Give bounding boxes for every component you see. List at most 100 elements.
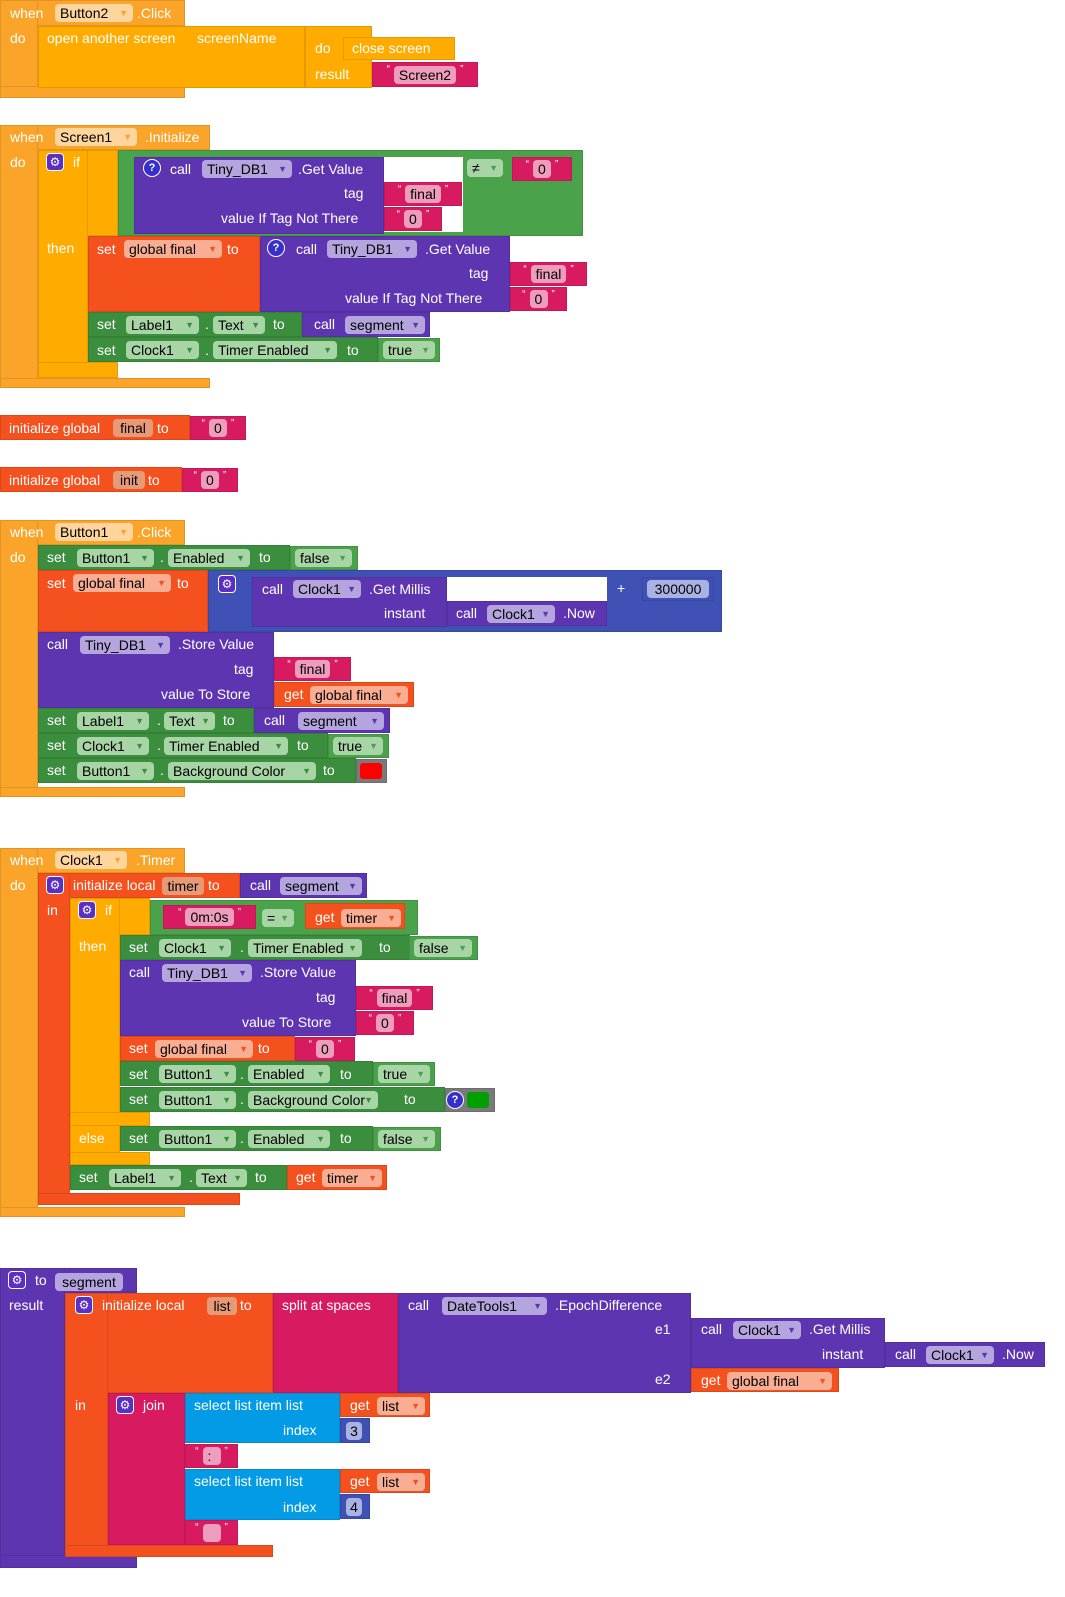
string-value[interactable]: 0 bbox=[209, 419, 227, 437]
gear-icon[interactable]: ⚙ bbox=[9, 1272, 25, 1288]
string-value[interactable]: : bbox=[202, 1447, 221, 1465]
split-at-spaces-block[interactable] bbox=[273, 1293, 398, 1393]
initialize-local-timer-block[interactable] bbox=[38, 873, 240, 898]
dropdown-field[interactable]: global final▼ bbox=[124, 240, 222, 258]
dropdown-field[interactable]: DateTools1▼ bbox=[442, 1297, 547, 1315]
dropdown-field[interactable]: Clock1▼ bbox=[293, 580, 361, 598]
dropdown-field[interactable]: segment▼ bbox=[298, 712, 384, 730]
string-value[interactable]: final bbox=[376, 989, 413, 1007]
dropdown-field[interactable]: Tiny_DB1▼ bbox=[327, 240, 417, 258]
dropdown-field[interactable]: Clock1▼ bbox=[77, 737, 149, 755]
string-value[interactable]: 0 bbox=[404, 210, 422, 228]
event-foot[interactable] bbox=[0, 86, 185, 98]
dropdown-field[interactable]: Text▼ bbox=[196, 1169, 247, 1187]
gear-icon[interactable]: ⚙ bbox=[47, 154, 63, 170]
component-dropdown[interactable]: Button1▼ bbox=[55, 523, 133, 541]
color-swatch[interactable] bbox=[360, 763, 382, 779]
block[interactable] bbox=[65, 1545, 273, 1557]
number-field[interactable]: 3 bbox=[346, 1422, 362, 1440]
block[interactable] bbox=[0, 848, 38, 1217]
dropdown-field[interactable]: false▼ bbox=[295, 549, 352, 567]
text-string-block[interactable]: “0” bbox=[356, 1011, 414, 1035]
dropdown-field[interactable]: global final▼ bbox=[155, 1040, 253, 1058]
block[interactable] bbox=[38, 873, 70, 1205]
dropdown-field[interactable]: timer▼ bbox=[341, 909, 401, 927]
gear-icon[interactable]: ⚙ bbox=[219, 576, 235, 592]
string-value[interactable]: 0m:0s bbox=[185, 908, 234, 926]
string-value[interactable] bbox=[202, 1523, 221, 1542]
dropdown-field[interactable]: Tiny_DB1▼ bbox=[80, 636, 170, 654]
open-another-screen-block[interactable] bbox=[38, 26, 305, 88]
question-mark-icon[interactable]: ? bbox=[447, 1092, 463, 1108]
variable-name-field[interactable]: final bbox=[113, 419, 153, 437]
string-value[interactable]: 0 bbox=[533, 160, 551, 178]
color-swatch[interactable] bbox=[467, 1092, 489, 1108]
dropdown-field[interactable]: Background Color▼ bbox=[168, 762, 316, 780]
dropdown-field[interactable]: Label1▼ bbox=[126, 316, 199, 334]
block[interactable] bbox=[38, 150, 88, 378]
dropdown-field[interactable]: Timer Enabled▼ bbox=[213, 341, 337, 359]
block[interactable] bbox=[38, 362, 118, 378]
set-button1-enabled-block[interactable] bbox=[38, 545, 290, 570]
variable-name-field[interactable]: list bbox=[207, 1297, 237, 1315]
string-value[interactable]: 0 bbox=[316, 1040, 334, 1058]
gear-icon[interactable]: ⚙ bbox=[76, 1297, 92, 1313]
dropdown-field[interactable]: Button1▼ bbox=[159, 1065, 236, 1083]
question-mark-icon[interactable]: ? bbox=[144, 160, 160, 176]
select-list-item-block[interactable] bbox=[185, 1469, 340, 1520]
set-button1-enabled-block[interactable] bbox=[120, 1126, 373, 1151]
block[interactable] bbox=[0, 787, 185, 797]
initialize-global-init[interactable] bbox=[0, 467, 182, 492]
dropdown-field[interactable]: segment▼ bbox=[345, 316, 425, 334]
number-field[interactable]: 300000 bbox=[647, 580, 709, 598]
join-block[interactable] bbox=[108, 1393, 185, 1545]
variable-name-field[interactable]: init bbox=[113, 471, 145, 489]
dropdown-field[interactable]: Button1▼ bbox=[159, 1091, 236, 1109]
text-string-block[interactable]: “final” bbox=[356, 986, 433, 1010]
text-string-block[interactable]: “0” bbox=[512, 157, 572, 181]
string-value[interactable]: 0 bbox=[376, 1014, 394, 1032]
dropdown-field[interactable]: Tiny_DB1▼ bbox=[162, 964, 252, 982]
text-string-block[interactable]: “:” bbox=[185, 1444, 238, 1468]
dropdown-field[interactable]: true▼ bbox=[378, 1065, 430, 1083]
text-string-block[interactable]: “Screen2” bbox=[372, 62, 478, 87]
event-body[interactable] bbox=[0, 0, 38, 98]
dropdown-field[interactable]: Timer Enabled▼ bbox=[248, 939, 362, 957]
dropdown-field[interactable]: global final▼ bbox=[727, 1372, 832, 1390]
text-string-block[interactable]: “” bbox=[185, 1520, 238, 1545]
block[interactable] bbox=[70, 1112, 150, 1126]
dropdown-field[interactable]: Enabled▼ bbox=[248, 1130, 330, 1148]
string-value[interactable]: 0 bbox=[201, 471, 219, 489]
dropdown-field[interactable]: true▼ bbox=[383, 341, 435, 359]
text-string-block[interactable]: “0” bbox=[510, 287, 567, 311]
dropdown-field[interactable]: Clock1▼ bbox=[159, 939, 231, 957]
dropdown-field[interactable]: false▼ bbox=[414, 939, 472, 957]
string-value[interactable]: final bbox=[530, 265, 567, 283]
dropdown-field[interactable]: Timer Enabled▼ bbox=[164, 737, 288, 755]
string-value[interactable]: final bbox=[294, 660, 331, 678]
text-string-block[interactable]: “0” bbox=[384, 207, 442, 231]
dropdown-field[interactable]: Button1▼ bbox=[77, 762, 154, 780]
string-value[interactable]: Screen2 bbox=[393, 65, 457, 84]
dropdown-field[interactable]: Enabled▼ bbox=[248, 1065, 330, 1083]
gear-icon[interactable]: ⚙ bbox=[117, 1397, 133, 1413]
procedure-name-field[interactable]: segment bbox=[55, 1273, 123, 1291]
component-dropdown[interactable]: Screen1▼ bbox=[55, 128, 137, 146]
string-value[interactable]: final bbox=[405, 185, 441, 203]
dropdown-field[interactable]: true▼ bbox=[333, 737, 383, 755]
dropdown-field[interactable]: timer▼ bbox=[322, 1169, 382, 1187]
component-dropdown[interactable]: Clock1▼ bbox=[55, 851, 127, 869]
dropdown-field[interactable]: Label1▼ bbox=[109, 1169, 181, 1187]
dropdown-field[interactable]: list▼ bbox=[377, 1397, 425, 1415]
block[interactable] bbox=[0, 520, 38, 797]
block[interactable] bbox=[0, 378, 210, 388]
dropdown-field[interactable]: Text▼ bbox=[164, 712, 215, 730]
component-dropdown[interactable]: Button2▼ bbox=[55, 4, 133, 22]
dropdown-field[interactable]: Button1▼ bbox=[159, 1130, 236, 1148]
text-string-block[interactable]: “0” bbox=[182, 468, 238, 492]
text-string-block[interactable]: “final” bbox=[510, 262, 587, 286]
dropdown-field[interactable]: list▼ bbox=[377, 1473, 425, 1491]
text-string-block[interactable]: “0” bbox=[190, 416, 246, 440]
number-field[interactable]: 4 bbox=[346, 1498, 362, 1516]
question-mark-icon[interactable]: ? bbox=[268, 240, 284, 256]
